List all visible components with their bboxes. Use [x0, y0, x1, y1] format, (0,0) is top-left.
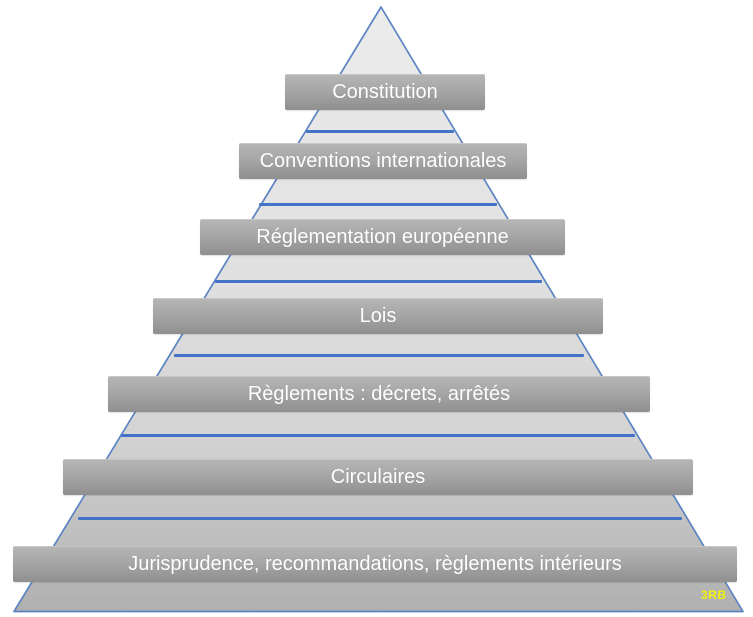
level-divider-line-3: [215, 280, 542, 283]
level-label: Circulaires: [330, 466, 426, 488]
level-bar-circulaires: Circulaires: [63, 459, 693, 495]
level-label: Règlements : décrets, arrêtés: [247, 383, 511, 405]
level-bar-reglementation-europeenne: Réglementation européenne: [200, 219, 565, 255]
level-bar-jurisprudence: Jurisprudence, recommandations, règlemen…: [13, 546, 737, 582]
level-label: Lois: [359, 305, 397, 327]
level-label: Conventions internationales: [259, 150, 507, 172]
level-label: Constitution: [332, 81, 438, 103]
level-divider-line-4: [174, 354, 584, 357]
level-bar-constitution: Constitution: [285, 74, 485, 110]
level-bar-reglements-decrets-arretes: Règlements : décrets, arrêtés: [108, 376, 650, 412]
level-label: Jurisprudence, recommandations, règlemen…: [128, 553, 622, 575]
level-label: Réglementation européenne: [256, 226, 509, 248]
level-bar-lois: Lois: [153, 298, 603, 334]
watermark-3rb: 3RB: [701, 588, 727, 602]
level-divider-line-5: [121, 434, 635, 437]
level-divider-line-2: [259, 203, 497, 206]
level-divider-line-1: [306, 130, 454, 133]
level-divider-line-6: [78, 517, 682, 520]
level-bar-conventions-internationales: Conventions internationales: [239, 143, 527, 179]
